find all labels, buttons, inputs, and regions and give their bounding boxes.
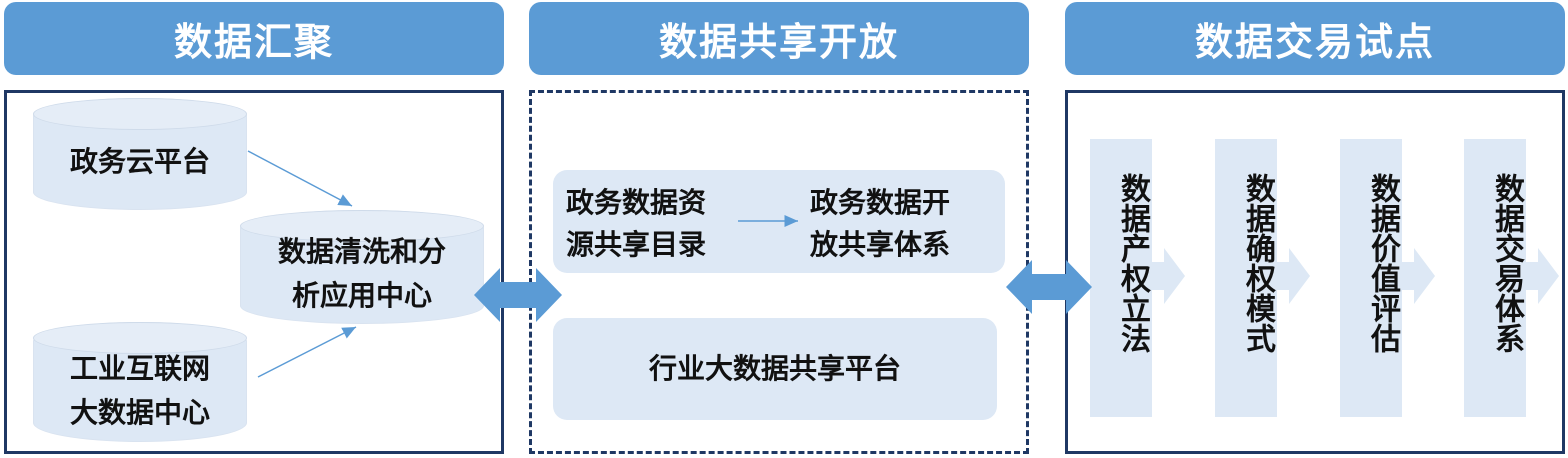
step-label-2: 数据确权模式 bbox=[1240, 173, 1275, 353]
step-label-4: 数据交易体系 bbox=[1489, 173, 1524, 353]
gov-open-system-line2: 放共享体系 bbox=[810, 228, 951, 261]
header-data-aggregation: 数据汇聚 bbox=[4, 2, 504, 75]
header-data-sharing-label: 数据共享开放 bbox=[658, 20, 899, 64]
header-data-aggregation-label: 数据汇聚 bbox=[173, 20, 334, 64]
gov-open-system-line1: 政务数据开 bbox=[810, 186, 951, 219]
gov-catalog-line2: 源共享目录 bbox=[566, 228, 707, 261]
arrow-industrial-to-cleaning bbox=[257, 326, 357, 378]
double-arrow-sharing-trading bbox=[1006, 260, 1092, 314]
step-label-3: 数据价值评估 bbox=[1365, 173, 1400, 353]
cleaning-center-line1: 数据清洗和分 bbox=[277, 235, 446, 268]
industrial-center-line2: 大数据中心 bbox=[69, 396, 210, 429]
header-data-trading: 数据交易试点 bbox=[1065, 2, 1565, 75]
gov-cloud-label: 政务云平台 bbox=[69, 145, 210, 178]
gov-catalog-line1: 政务数据资 bbox=[566, 186, 707, 219]
gov-open-system-text: 政务数据开 放共享体系 bbox=[810, 182, 990, 266]
chevron-step-1 bbox=[1152, 248, 1185, 304]
box-industry-platform: 行业大数据共享平台 bbox=[553, 318, 997, 420]
bar-step-1 bbox=[1090, 139, 1152, 417]
bar-step-2 bbox=[1215, 139, 1277, 417]
gov-catalog-text: 政务数据资 源共享目录 bbox=[566, 182, 746, 266]
cylinder-cleaning-center: 数据清洗和分 析应用中心 bbox=[240, 210, 484, 324]
header-data-trading-label: 数据交易试点 bbox=[1194, 20, 1435, 64]
chevron-step-4 bbox=[1526, 248, 1559, 304]
arrow-gov-cloud-to-cleaning bbox=[247, 150, 353, 207]
cylinder-gov-cloud: 政务云平台 bbox=[33, 98, 247, 210]
cleaning-center-line2: 析应用中心 bbox=[291, 279, 432, 312]
header-data-sharing: 数据共享开放 bbox=[529, 2, 1029, 75]
bar-step-4 bbox=[1464, 139, 1526, 417]
industry-platform-label: 行业大数据共享平台 bbox=[648, 352, 901, 385]
chevron-step-2 bbox=[1277, 248, 1310, 304]
bar-step-3 bbox=[1340, 139, 1402, 417]
chevron-step-3 bbox=[1402, 248, 1435, 304]
cylinder-industrial-center: 工业互联网 大数据中心 bbox=[33, 322, 247, 442]
industrial-center-line1: 工业互联网 bbox=[69, 352, 210, 385]
double-arrow-aggregation-sharing bbox=[474, 268, 562, 322]
step-label-1: 数据产权立法 bbox=[1115, 173, 1150, 353]
